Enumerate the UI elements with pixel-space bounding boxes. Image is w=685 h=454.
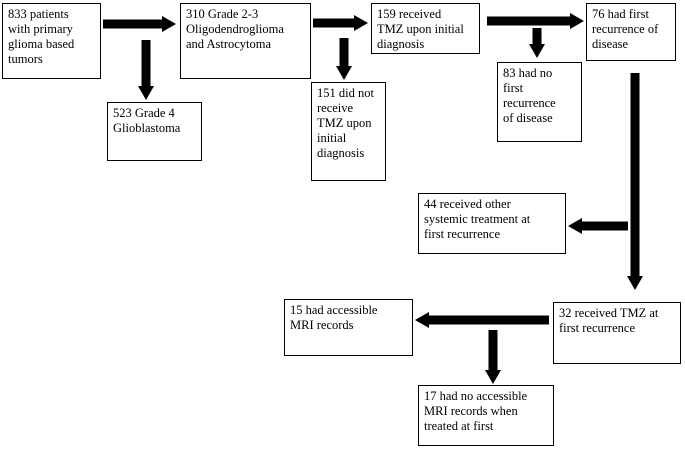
node-text-line: systemic treatment at bbox=[424, 212, 531, 226]
node-text-line: 17 had no accessible bbox=[424, 389, 528, 403]
arrow-n32-to-n17 bbox=[485, 330, 501, 384]
node-text-line: 833 patients bbox=[8, 7, 69, 21]
node-text-line: 151 did not bbox=[317, 86, 374, 100]
node-text-line: TMZ upon initial bbox=[377, 22, 464, 36]
node-text-line: TMZ upon bbox=[317, 116, 372, 130]
node-text-line: MRI records bbox=[290, 318, 354, 332]
node-text-line: first recurrence bbox=[559, 321, 635, 335]
node-text-line: first bbox=[503, 81, 524, 95]
node-text-line: glioma based bbox=[8, 37, 75, 51]
node-text-line: 310 Grade 2-3 bbox=[186, 7, 259, 21]
node-text-line: and Astrocytoma bbox=[186, 37, 272, 51]
node-text-line: disease bbox=[592, 37, 629, 51]
node-text-line: diagnosis bbox=[317, 146, 365, 160]
node-text-line: 523 Grade 4 bbox=[113, 106, 175, 120]
arrow-n76-to-n32 bbox=[568, 218, 628, 234]
node-text-line: diagnosis bbox=[377, 37, 425, 51]
node-text-line: 159 received bbox=[377, 7, 442, 21]
node-text-line: treated at first bbox=[424, 419, 494, 433]
arrow-n833-to-n310 bbox=[103, 16, 176, 32]
node-text-line: recurrence of bbox=[592, 22, 659, 36]
node-text-line: initial bbox=[317, 131, 347, 145]
node-text-line: first recurrence bbox=[424, 227, 500, 241]
node-text-line: recurrence bbox=[503, 96, 556, 110]
arrow-n159-to-n83 bbox=[529, 28, 545, 58]
node-text-line: of disease bbox=[503, 111, 553, 125]
node-text-line: MRI records when bbox=[424, 404, 518, 418]
node-text-line: receive bbox=[317, 101, 354, 115]
node-text-line: Oligodendroglioma bbox=[186, 22, 284, 36]
arrow-n76-to-n44 bbox=[627, 73, 643, 290]
node-text-line: 83 had no bbox=[503, 66, 553, 80]
node-text-line: 32 received TMZ at bbox=[559, 306, 659, 320]
node-text-line: with primary bbox=[8, 22, 73, 36]
arrow-n310-to-n159 bbox=[313, 15, 368, 31]
node-text-line: tumors bbox=[8, 52, 43, 66]
node-text-line: Glioblastoma bbox=[113, 121, 181, 135]
arrow-n310-to-n151 bbox=[336, 38, 352, 80]
node-text-line: 15 had accessible bbox=[290, 303, 378, 317]
arrow-n833-to-n523 bbox=[138, 40, 154, 100]
node-text-line: 76 had first bbox=[592, 7, 649, 21]
node-text-line: 44 received other bbox=[424, 197, 511, 211]
arrow-n159-to-n76 bbox=[487, 13, 584, 29]
arrow-n32-to-n15 bbox=[415, 312, 549, 328]
